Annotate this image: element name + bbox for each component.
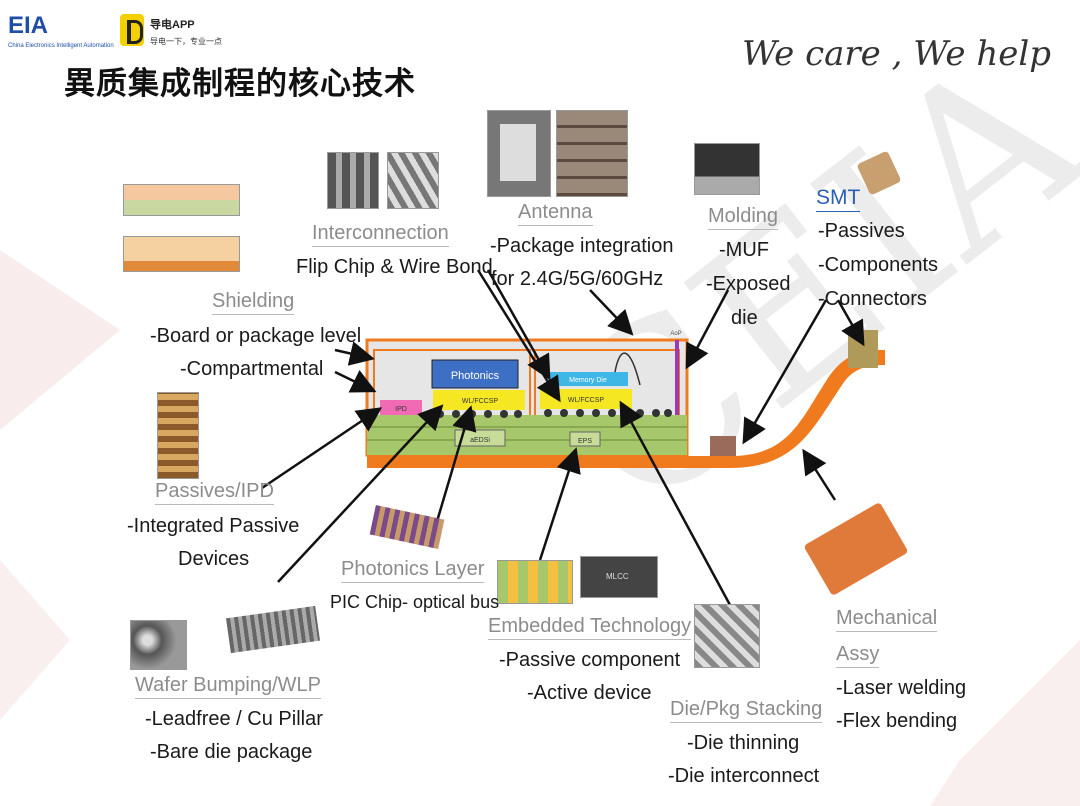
smt-connector	[848, 330, 878, 368]
eps-label: EPS	[578, 438, 592, 445]
aop-label: AoP	[670, 331, 681, 337]
callout-shielding-line-2: -Compartmental	[180, 358, 324, 380]
callout-mechanical-title-2: Assy	[836, 643, 880, 668]
app-slogan: 导电一下，专业一点	[150, 37, 222, 46]
arrow-die-stacking	[619, 400, 732, 606]
aedsi-block	[454, 429, 506, 447]
callout-wafer-bumping-title: Wafer Bumping/WLP	[135, 674, 321, 699]
callout-molding-line-1: -MUF	[719, 239, 769, 261]
embedded-thumb-2	[580, 556, 658, 598]
callout-shielding-title: Shielding	[212, 290, 295, 315]
callout-smt-line-2: -Components	[818, 254, 939, 276]
photonics-chip-label: Photonics	[451, 370, 500, 382]
callout-embedded-line-1: -Passive component	[499, 649, 681, 671]
callout-die-stacking-line-2: -Die interconnect	[668, 765, 820, 787]
arrow-smt-1	[742, 299, 828, 445]
callout-molding-line-2: -Exposed	[706, 273, 791, 295]
callout-photonics-layer-title: Photonics Layer	[341, 558, 485, 583]
wl-fccsp-right-chip	[540, 389, 632, 409]
wl-fccsp-left-chip	[433, 390, 525, 410]
callout-molding-title: Molding	[708, 205, 779, 230]
mlcc-label: MLCC	[606, 572, 629, 581]
antenna-thumb-inner	[500, 124, 536, 181]
antenna-thumb-2	[556, 110, 628, 197]
callout-antenna-line-2: for 2.4G/5G/60GHz	[491, 268, 664, 290]
ipd-label: IPD	[395, 406, 407, 413]
tagline: We care , We help	[742, 34, 1051, 74]
callout-passives-ipd-title: Passives/IPD	[155, 480, 274, 505]
arrow-shielding-1	[334, 341, 375, 366]
smt-passive	[710, 436, 736, 456]
callout-smt-line-3: -Connectors	[818, 288, 927, 310]
callout-die-stacking-line-1: -Die thinning	[687, 732, 800, 754]
wl-fccsp-right-label: WL/FCCSP	[568, 397, 605, 404]
memory-die-label: Memory Die	[569, 377, 607, 384]
memory-die-chip	[548, 372, 628, 386]
arrow-shielding-2	[334, 370, 377, 393]
arrow-interconnect-2	[486, 269, 551, 381]
callout-passives-ipd-line-2: Devices	[178, 548, 250, 570]
eia-logo-subtext: China Electronics Intelligent Automation	[8, 43, 114, 49]
callout-molding-line-3: die	[731, 307, 758, 329]
callout-embedded-line-2: -Active device	[527, 682, 652, 704]
passives-ipd-thumb	[157, 392, 199, 479]
page-title: 異质集成制程的核心技术	[64, 66, 416, 101]
callout-mechanical-line-2: -Flex bending	[836, 710, 958, 732]
app-name: 导电APP	[150, 19, 195, 31]
ipd-chip	[380, 400, 422, 415]
arrow-molding	[685, 289, 730, 370]
aop-bar	[675, 340, 679, 452]
embedded-thumb-1	[497, 560, 573, 604]
shielding-thumb-2	[123, 236, 240, 272]
callout-die-stacking-title: Die/Pkg Stacking	[670, 698, 823, 723]
arrow-wafer-bump-1	[277, 404, 444, 583]
arrow-smt-2	[836, 299, 865, 347]
eia-logo: EIA	[8, 12, 48, 40]
eps-block	[569, 431, 601, 447]
callout-interconnection-line: Flip Chip & Wire Bond	[296, 256, 493, 278]
callout-wafer-bumping-line-1: -Leadfree / Cu Pillar	[145, 708, 323, 730]
wl-fccsp-left-label: WL/FCCSP	[462, 398, 499, 405]
callout-antenna-line-1: -Package integration	[490, 235, 674, 257]
callout-smt-line-1: -Passives	[818, 220, 905, 242]
callout-smt-title: SMT	[816, 186, 861, 212]
photonics-chip	[431, 359, 519, 389]
callout-passives-ipd-line-1: -Integrated Passive	[127, 515, 300, 537]
wire-bond	[614, 352, 641, 386]
callout-wafer-bumping-line-2: -Bare die package	[150, 741, 313, 763]
arrow-mechanical	[802, 448, 837, 501]
app-logo-glyph	[127, 20, 143, 44]
wafer-bumping-thumb-1	[130, 620, 187, 670]
interconnection-thumb-1	[327, 152, 379, 209]
die-stacking-thumb	[694, 604, 760, 668]
callout-mechanical-title: Mechanical	[836, 607, 938, 632]
arrow-embedded	[538, 447, 581, 561]
eia-logo-text: EIA	[8, 12, 49, 39]
molding-thumb	[694, 143, 760, 195]
shielding-thumb-1	[123, 184, 240, 216]
interconnection-thumb-2	[387, 152, 439, 209]
callout-mechanical-line-1: -Laser welding	[836, 677, 967, 699]
flex-board	[367, 350, 885, 468]
arrow-passives-ipd	[261, 407, 383, 490]
callout-embedded-title: Embedded Technology	[488, 615, 692, 640]
aedsi-label: aEDSi	[470, 437, 490, 444]
callout-interconnection-title: Interconnection	[312, 222, 449, 247]
callout-photonics-layer-line: PIC Chip- optical bus	[330, 592, 500, 612]
callout-antenna-title: Antenna	[518, 201, 593, 226]
callout-shielding-line-1: -Board or package level	[150, 325, 362, 347]
arrow-antenna	[589, 289, 634, 336]
